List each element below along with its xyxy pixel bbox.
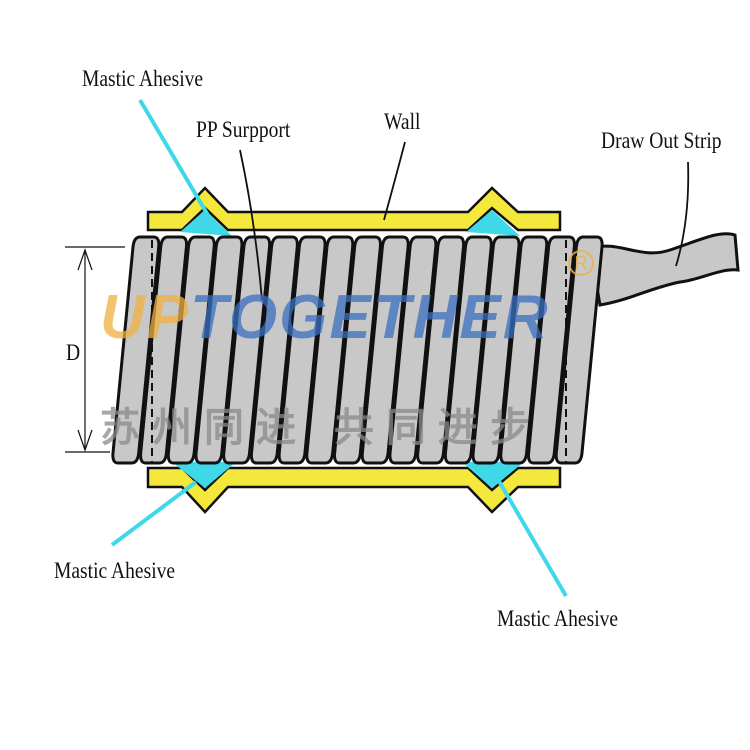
- mastic-adhesive-fills: [172, 210, 524, 488]
- coil-loop: [499, 235, 549, 465]
- label-pp-support: PP Surpport: [196, 117, 291, 142]
- mastic-pointer-lines: [110, 98, 568, 598]
- label-mastic-bottom-right: Mastic Ahesive: [497, 606, 619, 631]
- label-draw-out-strip: Draw Out Strip: [601, 128, 722, 153]
- coil-loop: [194, 235, 244, 465]
- watermark-chinese: 苏州同进 共同进步: [100, 405, 542, 451]
- wall-top-band: [146, 186, 562, 232]
- label-mastic-bottom-left: Mastic Ahesive: [54, 558, 176, 583]
- coil-group: [111, 235, 604, 465]
- coil-loop: [166, 235, 216, 465]
- coil-loop: [249, 235, 299, 465]
- coil-loop: [111, 235, 161, 465]
- label-wall: Wall: [384, 109, 421, 134]
- coil-loop: [416, 235, 466, 465]
- watermark-up: UP: [100, 283, 191, 352]
- coil-loop: [360, 235, 410, 465]
- coil-loop: [443, 235, 493, 465]
- watermark-logo: UPTOGETHER: [100, 282, 549, 353]
- label-mastic-top: Mastic Ahesive: [82, 66, 204, 91]
- coil-loop: [277, 235, 327, 465]
- watermark-together: TOGETHER: [190, 283, 550, 352]
- coil-loop: [554, 235, 604, 465]
- coil-loop: [388, 235, 438, 465]
- diameter-dimension: [65, 246, 125, 453]
- draw-out-strip: [588, 232, 740, 307]
- registered-mark: R: [568, 250, 594, 276]
- wall-bottom-band: [146, 466, 562, 514]
- leader-lines: [239, 141, 690, 301]
- coil-loop: [526, 235, 576, 465]
- coil-loop: [222, 235, 272, 465]
- coil-loop: [333, 235, 382, 465]
- coil-loop: [139, 235, 189, 465]
- coil-loop: [305, 235, 355, 465]
- label-diameter: D: [66, 340, 81, 365]
- coil-loop: [471, 235, 521, 465]
